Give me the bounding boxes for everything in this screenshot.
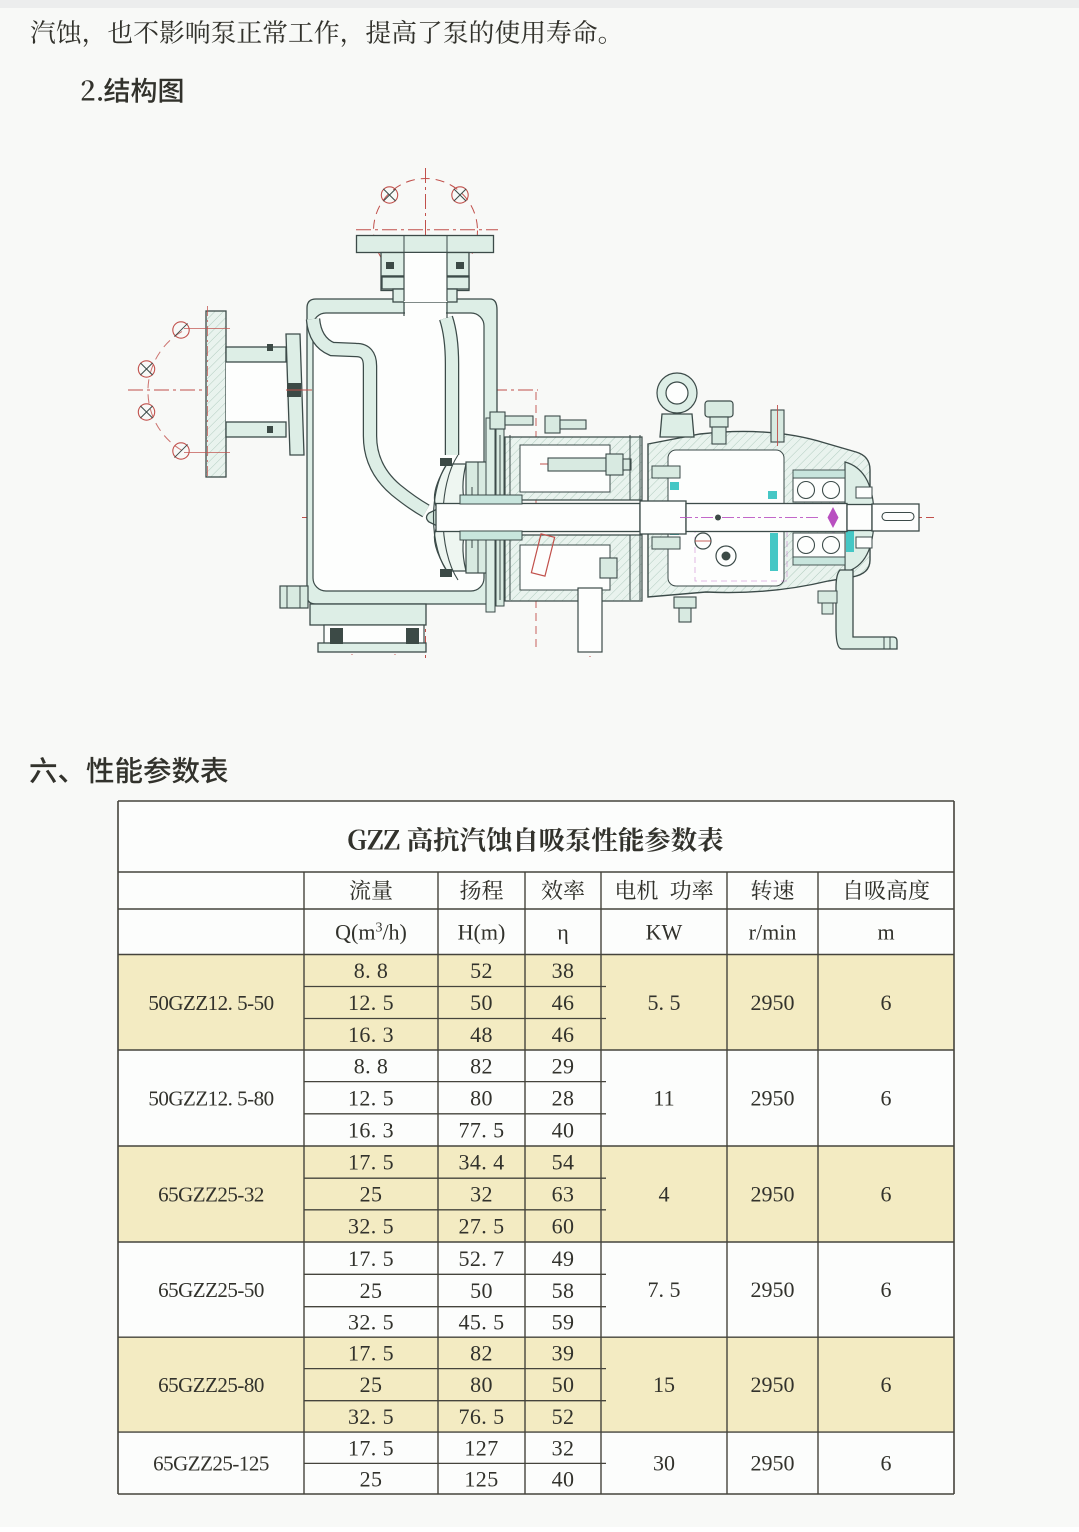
svg-text:17. 5: 17. 5 (348, 1150, 394, 1175)
svg-text:5. 5: 5. 5 (648, 990, 681, 1015)
svg-text:25: 25 (360, 1182, 383, 1207)
svg-text:6: 6 (881, 1182, 892, 1207)
svg-text:KW: KW (646, 919, 683, 944)
svg-text:65GZZ25-32: 65GZZ25-32 (158, 1183, 264, 1207)
svg-text:52. 7: 52. 7 (459, 1246, 505, 1271)
svg-text:76. 5: 76. 5 (459, 1404, 505, 1429)
svg-text:65GZZ25-50: 65GZZ25-50 (158, 1278, 264, 1302)
svg-text:2950: 2950 (751, 1086, 795, 1111)
svg-text:6: 6 (881, 1451, 892, 1476)
svg-text:32: 32 (470, 1182, 493, 1207)
svg-text:77. 5: 77. 5 (459, 1118, 505, 1143)
svg-text:127: 127 (464, 1435, 498, 1460)
svg-text:50GZZ12. 5-50: 50GZZ12. 5-50 (148, 991, 273, 1015)
svg-text:54: 54 (552, 1150, 575, 1175)
svg-text:17. 5: 17. 5 (348, 1246, 394, 1271)
svg-text:50: 50 (552, 1372, 575, 1397)
svg-text:63: 63 (552, 1182, 575, 1207)
svg-text:45. 5: 45. 5 (459, 1310, 505, 1335)
svg-text:15: 15 (653, 1372, 675, 1397)
svg-text:m: m (877, 919, 894, 944)
svg-text:30: 30 (653, 1451, 675, 1476)
svg-text:6: 6 (881, 1086, 892, 1111)
svg-text:11: 11 (653, 1086, 674, 1111)
svg-text:32. 5: 32. 5 (348, 1404, 394, 1429)
svg-text:27. 5: 27. 5 (459, 1214, 505, 1239)
svg-text:2950: 2950 (751, 1372, 795, 1397)
svg-text:12. 5: 12. 5 (348, 1085, 394, 1110)
svg-text:82: 82 (470, 1341, 493, 1366)
svg-text:34. 4: 34. 4 (459, 1150, 505, 1175)
svg-text:2950: 2950 (751, 1182, 795, 1207)
svg-text:46: 46 (552, 1022, 575, 1047)
svg-text:25: 25 (360, 1372, 383, 1397)
svg-text:38: 38 (552, 958, 575, 983)
svg-text:16. 3: 16. 3 (348, 1022, 394, 1047)
svg-text:H(m): H(m) (458, 919, 506, 944)
svg-text:80: 80 (470, 1085, 493, 1110)
svg-text:2950: 2950 (751, 990, 795, 1015)
svg-text:80: 80 (470, 1372, 493, 1397)
svg-text:40: 40 (552, 1118, 575, 1143)
svg-text:28: 28 (552, 1085, 575, 1110)
svg-text:65GZZ25-125: 65GZZ25-125 (153, 1452, 269, 1476)
svg-text:49: 49 (552, 1246, 575, 1271)
svg-text:η: η (557, 919, 569, 944)
svg-text:8. 8: 8. 8 (354, 958, 389, 983)
svg-text:125: 125 (464, 1466, 498, 1491)
svg-text:25: 25 (360, 1466, 383, 1491)
svg-text:65GZZ25-80: 65GZZ25-80 (158, 1373, 264, 1397)
svg-text:6: 6 (881, 990, 892, 1015)
svg-text:6: 6 (881, 1372, 892, 1397)
svg-text:82: 82 (470, 1053, 493, 1078)
svg-text:50: 50 (470, 1278, 493, 1303)
svg-text:4: 4 (659, 1182, 670, 1207)
svg-text:Q(m3/h): Q(m3/h) (335, 919, 407, 944)
svg-text:17. 5: 17. 5 (348, 1341, 394, 1366)
svg-text:17. 5: 17. 5 (348, 1435, 394, 1460)
svg-text:6: 6 (881, 1277, 892, 1302)
svg-text:52: 52 (470, 958, 493, 983)
svg-text:48: 48 (470, 1022, 493, 1047)
svg-text:59: 59 (552, 1310, 575, 1335)
svg-text:2950: 2950 (751, 1451, 795, 1476)
svg-text:50: 50 (470, 990, 493, 1015)
svg-text:39: 39 (552, 1341, 575, 1366)
svg-text:50GZZ12. 5-80: 50GZZ12. 5-80 (148, 1087, 273, 1111)
svg-text:8. 8: 8. 8 (354, 1053, 389, 1078)
svg-text:25: 25 (360, 1278, 383, 1303)
svg-text:r/min: r/min (749, 919, 797, 944)
svg-text:58: 58 (552, 1278, 575, 1303)
svg-text:32. 5: 32. 5 (348, 1214, 394, 1239)
svg-text:32. 5: 32. 5 (348, 1310, 394, 1335)
svg-text:2950: 2950 (751, 1277, 795, 1302)
svg-text:7. 5: 7. 5 (648, 1277, 681, 1302)
svg-text:16. 3: 16. 3 (348, 1118, 394, 1143)
svg-text:29: 29 (552, 1053, 575, 1078)
svg-text:52: 52 (552, 1404, 575, 1429)
svg-text:40: 40 (552, 1466, 575, 1491)
svg-text:32: 32 (552, 1435, 575, 1460)
svg-text:46: 46 (552, 990, 575, 1015)
svg-text:12. 5: 12. 5 (348, 990, 394, 1015)
svg-text:60: 60 (552, 1214, 575, 1239)
